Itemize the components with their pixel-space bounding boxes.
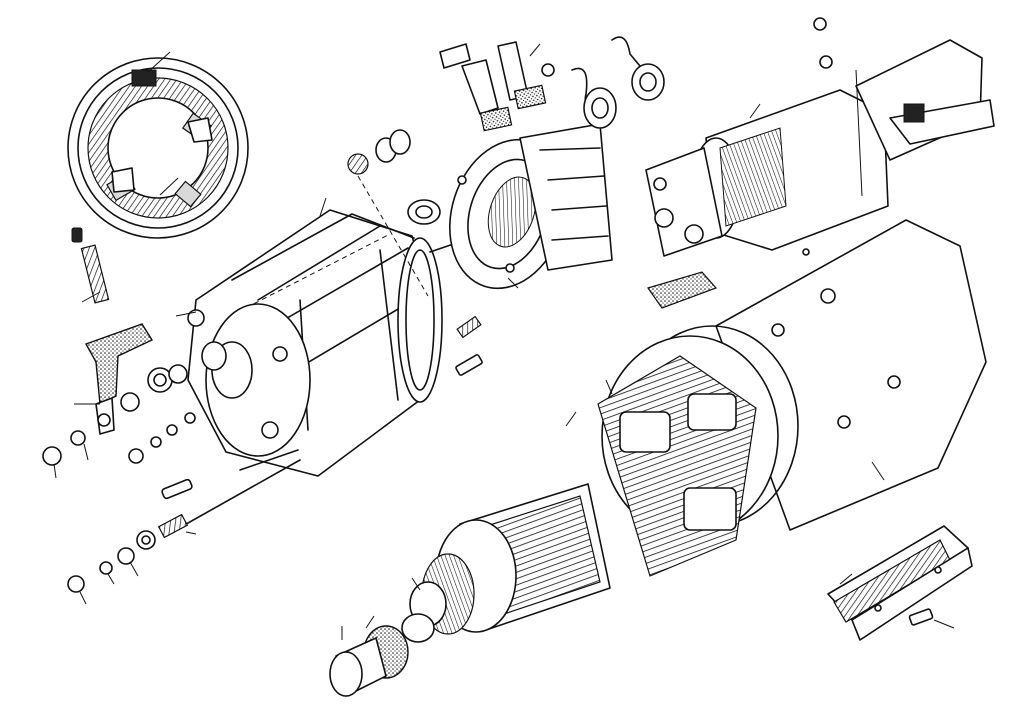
brush-lead-and-fasteners xyxy=(42,323,196,479)
field-coils xyxy=(597,335,779,577)
commutator-end-housing xyxy=(175,197,443,477)
solenoid-assembly xyxy=(645,17,995,309)
washers-and-bush xyxy=(347,129,441,297)
support-bracket xyxy=(827,525,973,641)
small-screw-and-spring xyxy=(71,227,110,304)
armature xyxy=(401,411,611,643)
brush-plate-assembly xyxy=(448,123,613,290)
brush-gear-ring xyxy=(67,51,249,239)
lower-left-fasteners xyxy=(67,530,156,605)
brushes-and-springs xyxy=(439,36,665,132)
pinion-and-bearing xyxy=(329,615,409,697)
